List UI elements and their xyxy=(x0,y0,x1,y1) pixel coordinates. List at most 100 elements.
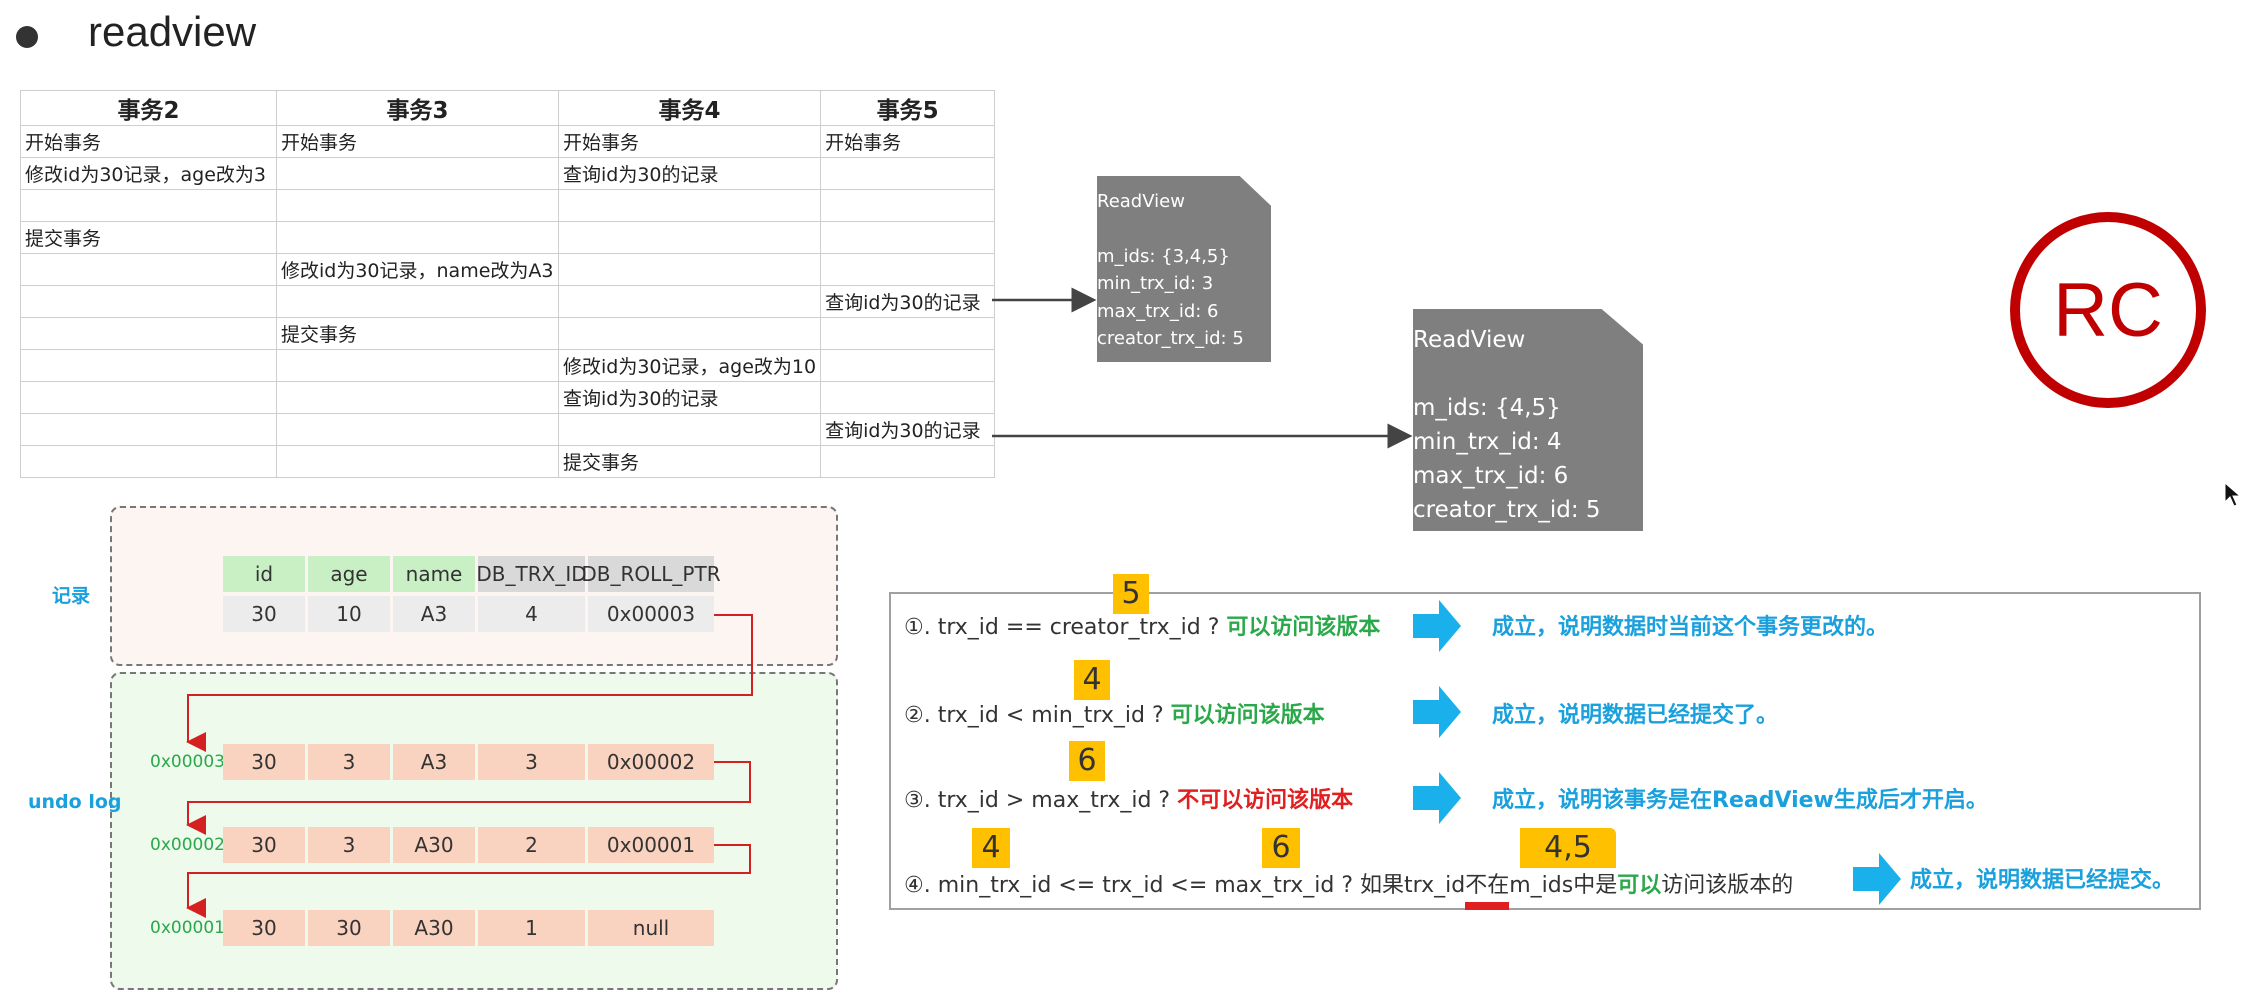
undo-log-label: undo log xyxy=(28,791,122,813)
table-cell xyxy=(276,381,559,414)
table-row: 修改id为30记录，age改为3 查询id为30的记录 xyxy=(20,157,996,190)
mouse-cursor-icon xyxy=(2224,482,2242,507)
undo3-name: A30 xyxy=(393,910,475,946)
condition-4-verdict: 可以 xyxy=(1617,873,1662,898)
condition-3-verdict: 不可以访问该版本 xyxy=(1177,788,1354,813)
table-row: 查询id为30的记录 xyxy=(20,381,996,414)
table-cell: 提交事务 xyxy=(276,317,559,350)
condition-1-result: 成立，说明数据时当前这个事务更改的。 xyxy=(1492,615,1889,640)
readview2-max-trx-id: max_trx_id: 6 xyxy=(1413,463,1569,489)
table-cell xyxy=(820,157,996,190)
record-col-age: age xyxy=(308,556,390,592)
table-cell xyxy=(20,413,277,446)
condition-4-not-in: 不在 xyxy=(1465,873,1510,910)
table-cell: 开始事务 xyxy=(20,125,277,158)
tag-c3: 6 xyxy=(1069,741,1105,781)
pointer-record-to-undo1 xyxy=(186,614,753,752)
readview1-max-trx-id: max_trx_id: 6 xyxy=(1097,300,1219,322)
conditions-box xyxy=(889,592,2201,910)
table-cell xyxy=(820,445,996,478)
table-cell xyxy=(557,221,822,254)
tag-c2: 4 xyxy=(1074,660,1110,700)
table-cell xyxy=(20,381,277,414)
table-cell xyxy=(276,445,559,478)
table-row: 开始事务开始事务开始事务开始事务 xyxy=(20,125,996,158)
condition-1: ①. trx_id == creator_trx_id ? 可以访问该版本 xyxy=(904,609,1380,641)
record-val-name: A3 xyxy=(393,596,475,632)
table-cell xyxy=(557,189,822,222)
pointer-undo2-to-undo3 xyxy=(186,844,751,918)
readview-arrows xyxy=(992,287,1413,449)
arrow-right-icon xyxy=(1413,686,1461,738)
table-row: 查询id为30的记录 xyxy=(20,285,996,318)
table-cell: 查询id为30的记录 xyxy=(820,413,996,446)
readview1-creator-trx-id: creator_trx_id: 5 xyxy=(1097,328,1244,349)
condition-4-text-a: ④. min_trx_id <= trx_id <= max_trx_id ? … xyxy=(904,873,1466,898)
table-cell xyxy=(276,157,559,190)
table-cell: 开始事务 xyxy=(276,125,559,158)
table-cell xyxy=(20,285,277,318)
table-cell: 查询id为30的记录 xyxy=(557,157,822,190)
condition-4-text-d: 访问该版本的 xyxy=(1661,873,1794,898)
undo2-age: 3 xyxy=(308,827,390,863)
condition-3: ③. trx_id > max_trx_id ? 不可以访问该版本 xyxy=(904,782,1353,814)
header-tx3: 事务3 xyxy=(276,90,559,126)
table-cell xyxy=(557,317,822,350)
table-cell xyxy=(557,285,822,318)
undo-addr-2: 0x00002 xyxy=(150,835,225,855)
undo-addr-3: 0x00001 xyxy=(150,918,225,938)
table-cell xyxy=(20,317,277,350)
condition-2-verdict: 可以访问该版本 xyxy=(1170,703,1325,728)
undo2-name: A30 xyxy=(393,827,475,863)
transaction-table: 事务2 事务3 事务4 事务5 开始事务开始事务开始事务开始事务修改id为30记… xyxy=(20,90,996,478)
condition-1-verdict: 可以访问该版本 xyxy=(1226,615,1381,640)
condition-3-result: 成立，说明该事务是在ReadView生成后才开启。 xyxy=(1492,788,1988,813)
table-cell xyxy=(820,381,996,414)
undo3-trx-id: 1 xyxy=(478,910,585,946)
undo2-id: 30 xyxy=(223,827,305,863)
readview2-creator-trx-id: creator_trx_id: 5 xyxy=(1413,497,1601,523)
condition-2-text: ②. trx_id < min_trx_id ? xyxy=(904,703,1171,728)
arrow-right-icon xyxy=(1413,600,1461,652)
undo2-trx-id: 2 xyxy=(478,827,585,863)
page-title: readview xyxy=(88,8,257,55)
undo3-roll-ptr: null xyxy=(588,910,714,946)
not-in-underline xyxy=(1465,902,1510,910)
table-cell xyxy=(276,189,559,222)
record-val-db-trx-id: 4 xyxy=(478,596,585,632)
pointer-undo1-to-undo2 xyxy=(186,761,751,835)
undo1-age: 3 xyxy=(308,744,390,780)
undo1-id: 30 xyxy=(223,744,305,780)
condition-2-result: 成立，说明数据已经提交了。 xyxy=(1492,703,1779,728)
arrow-right-icon xyxy=(1413,772,1461,824)
record-label: 记录 xyxy=(52,585,91,607)
table-cell: 开始事务 xyxy=(557,125,822,158)
readview-card-2: ReadView m_ids: {4,5} min_trx_id: 4 max_… xyxy=(1413,309,1643,531)
readview2-min-trx-id: min_trx_id: 4 xyxy=(1413,429,1562,455)
readview1-m-ids: m_ids: {3,4,5} xyxy=(1097,245,1230,267)
record-col-id: id xyxy=(223,556,305,592)
table-cell xyxy=(276,221,559,254)
undo1-roll-ptr: 0x00002 xyxy=(588,744,714,780)
table-row: 提交事务 xyxy=(20,445,996,478)
table-cell xyxy=(276,285,559,318)
table-cell: 修改id为30记录，age改为3 xyxy=(20,157,277,190)
tag-c4-min: 4 xyxy=(972,828,1010,868)
undo3-age: 30 xyxy=(308,910,390,946)
table-cell: 修改id为30记录，name改为A3 xyxy=(276,253,559,286)
bullet-icon xyxy=(16,26,38,48)
undo2-roll-ptr: 0x00001 xyxy=(588,827,714,863)
undo1-name: A3 xyxy=(393,744,475,780)
table-cell xyxy=(820,349,996,382)
table-cell: 查询id为30的记录 xyxy=(557,381,822,414)
tag-c4-mids: 4,5 xyxy=(1520,828,1616,868)
condition-4-not-in-text: 不在 xyxy=(1465,873,1510,898)
table-row: 提交事务 xyxy=(20,221,996,254)
table-cell xyxy=(20,189,277,222)
condition-3-text: ③. trx_id > max_trx_id ? xyxy=(904,788,1178,813)
table-row: 修改id为30记录，name改为A3 xyxy=(20,253,996,286)
table-cell: 提交事务 xyxy=(20,221,277,254)
table-row xyxy=(20,189,996,222)
readview2-m-ids: m_ids: {4,5} xyxy=(1413,395,1561,421)
table-cell xyxy=(557,413,822,446)
